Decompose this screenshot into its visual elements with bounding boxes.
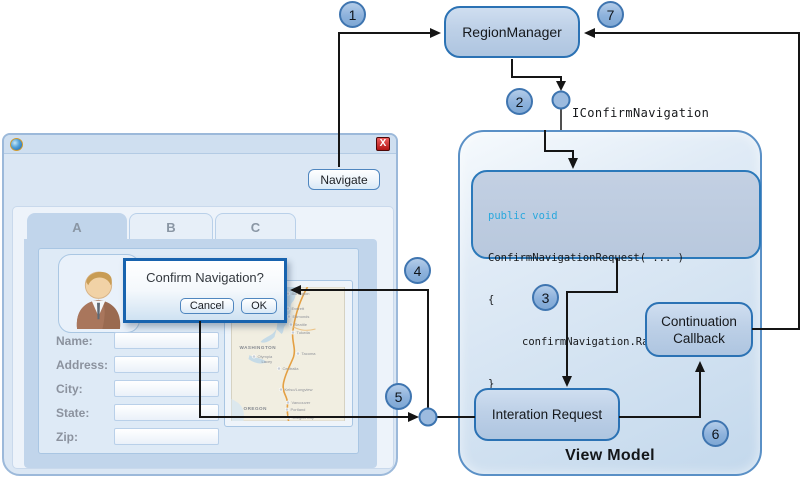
tab-b-label: B: [166, 219, 176, 235]
svg-text:Seattle: Seattle: [295, 322, 308, 327]
continuation-callback-node: Continuation Callback: [645, 302, 753, 357]
step-1-label: 1: [348, 6, 357, 23]
tab-c-label: C: [250, 219, 261, 235]
step-3-label: 3: [541, 289, 550, 306]
step-6-label: 6: [711, 425, 720, 442]
svg-text:Portland: Portland: [291, 407, 306, 412]
step-badge-2: 2: [506, 88, 533, 115]
tab-a-label: A: [72, 219, 82, 235]
svg-text:Everett: Everett: [292, 306, 306, 311]
svg-text:OREGON: OREGON: [244, 406, 268, 411]
step-badge-1: 1: [339, 1, 366, 28]
zip-input[interactable]: [114, 428, 219, 445]
continuation-label-line1: Continuation: [661, 313, 737, 329]
address-input[interactable]: [114, 356, 219, 373]
lollipop-interface-bottom: [418, 407, 438, 427]
tab-b[interactable]: B: [129, 213, 213, 240]
city-label: City:: [56, 382, 83, 396]
tab-a[interactable]: A: [27, 213, 127, 240]
step-badge-3: 3: [532, 284, 559, 311]
lollipop-interface-top: [551, 90, 571, 110]
step-badge-7: 7: [597, 1, 624, 28]
svg-text:WASHINGTON: WASHINGTON: [240, 345, 277, 350]
city-input[interactable]: [114, 380, 219, 397]
svg-text:Lacey: Lacey: [262, 359, 273, 364]
zip-label: Zip:: [56, 430, 78, 444]
interaction-request-node: Interation Request: [474, 388, 620, 441]
step-7-label: 7: [606, 6, 615, 23]
confirm-navigation-dialog: Confirm Navigation? Cancel OK: [123, 258, 287, 323]
ok-button[interactable]: OK: [241, 298, 277, 314]
svg-text:Edmonds: Edmonds: [293, 314, 310, 319]
code-line-open-brace: {: [488, 294, 495, 306]
state-label: State:: [56, 406, 90, 420]
region-manager-label: RegionManager: [462, 24, 562, 40]
svg-text:Burlington: Burlington: [292, 291, 310, 296]
step-badge-6: 6: [702, 420, 729, 447]
svg-text:Centralia: Centralia: [283, 366, 300, 371]
close-button[interactable]: X: [376, 136, 390, 151]
svg-text:Oregon City: Oregon City: [293, 415, 314, 420]
svg-text:Tukwila: Tukwila: [297, 330, 311, 335]
address-label: Address:: [56, 358, 109, 372]
code-line-close-brace: }: [488, 378, 495, 390]
svg-text:Kelso/Longview: Kelso/Longview: [285, 387, 313, 392]
name-input[interactable]: [114, 332, 219, 349]
interaction-request-label: Interation Request: [491, 407, 603, 422]
person-icon: [76, 271, 121, 330]
cancel-button[interactable]: Cancel: [179, 298, 235, 314]
code-line-method: ConfirmNavigationRequest( ... ): [488, 252, 684, 264]
code-snippet: public void ConfirmNavigationRequest( ..…: [471, 170, 761, 390]
view-model-label: View Model: [565, 447, 655, 464]
navigate-button[interactable]: Navigate: [308, 169, 380, 190]
svg-text:Tacoma: Tacoma: [302, 351, 317, 356]
window-titlebar: X: [4, 135, 396, 154]
globe-icon: [10, 137, 23, 151]
step-badge-4: 4: [404, 257, 431, 284]
step-badge-5: 5: [385, 383, 412, 410]
continuation-label-line2: Callback: [673, 330, 725, 346]
step-2-label: 2: [515, 93, 524, 110]
name-label: Name:: [56, 334, 93, 348]
dialog-title: Confirm Navigation?: [146, 270, 264, 285]
region-manager-node: RegionManager: [444, 6, 580, 58]
code-line-keyword: public void: [488, 210, 558, 222]
tab-c[interactable]: C: [215, 213, 296, 240]
iconfirmnavigation-label: IConfirmNavigation: [572, 106, 710, 120]
svg-text:Vancouver: Vancouver: [292, 400, 311, 405]
step-4-label: 4: [413, 262, 422, 279]
step-5-label: 5: [394, 388, 403, 405]
state-input[interactable]: [114, 404, 219, 421]
